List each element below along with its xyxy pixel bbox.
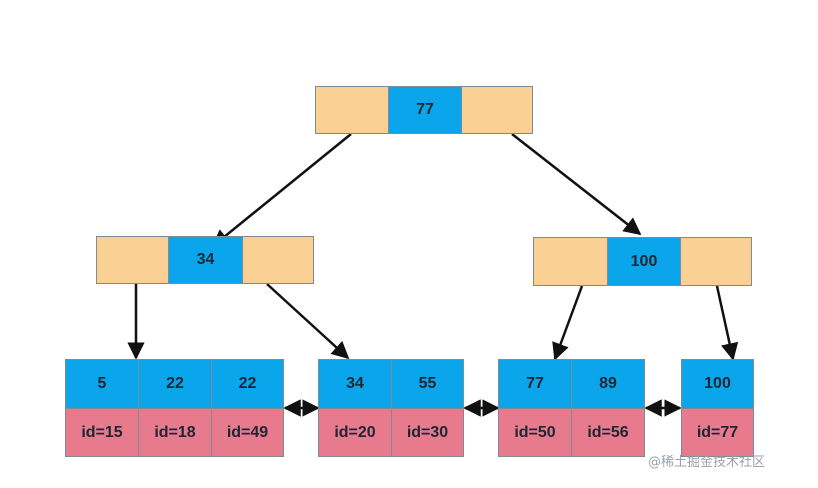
internal-left-pointer-right (242, 236, 314, 284)
leaf1-record-1: id=15 (65, 408, 139, 457)
root-pointer-left (315, 86, 389, 134)
internal-left-key: 34 (168, 236, 243, 284)
leaf2-key-2: 55 (391, 359, 464, 409)
leaf1-record-3: id=49 (211, 408, 284, 457)
leaf1-key-3: 22 (211, 359, 284, 409)
leaf4-record-1: id=77 (681, 408, 754, 457)
leaf1-key-2: 22 (138, 359, 212, 409)
leaf1-key-1: 5 (65, 359, 139, 409)
internal-right-pointer-left (533, 237, 608, 286)
arrow-100-right-to-leaf4 (715, 285, 739, 361)
leaf2-record-2: id=30 (391, 408, 464, 457)
leaf1-record-2: id=18 (138, 408, 212, 457)
arrow-root-to-left (211, 133, 352, 248)
leaf4-key-1: 100 (681, 359, 754, 409)
watermark: @稀土掘金技术社区 (648, 455, 766, 470)
root-pointer-right (461, 86, 533, 134)
arrow-100-left-to-leaf3 (552, 285, 584, 361)
leaf3-record-2: id=56 (571, 408, 645, 457)
arrow-root-to-right (511, 133, 642, 236)
leaf3-key-2: 89 (571, 359, 645, 409)
root-key: 77 (388, 86, 462, 134)
leaf3-record-1: id=50 (498, 408, 572, 457)
internal-left-pointer-left (96, 236, 169, 284)
leaf3-key-1: 77 (498, 359, 572, 409)
leaf2-key-1: 34 (318, 359, 392, 409)
internal-right-pointer-right (680, 237, 752, 286)
leaf2-record-1: id=20 (318, 408, 392, 457)
arrow-34-right-to-leaf2 (266, 283, 350, 360)
internal-right-key: 100 (607, 237, 681, 286)
